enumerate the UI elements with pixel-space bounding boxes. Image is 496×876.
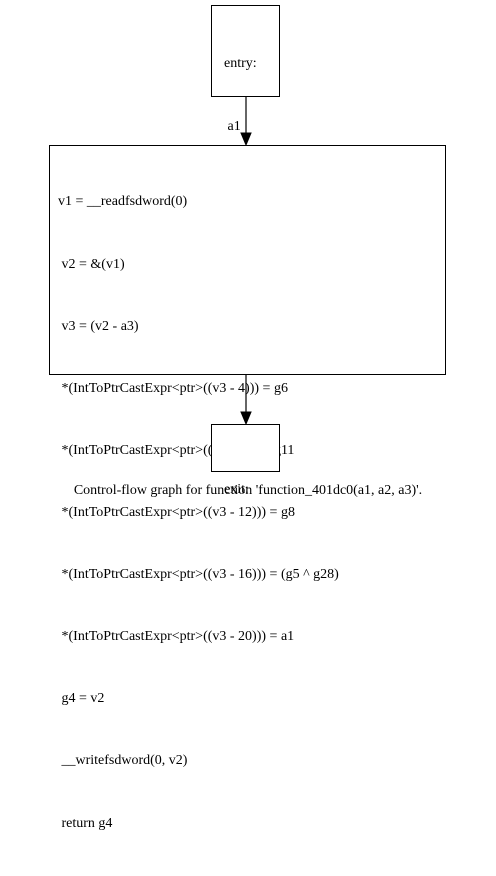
- node-line: v1 = __readfsdword(0): [58, 194, 188, 210]
- edge-body-to-exit: [240, 375, 252, 426]
- node-line: entry:: [224, 56, 257, 72]
- graph-caption: Control-flow graph for function 'functio…: [73, 483, 423, 498]
- exit-node: exit:: [211, 424, 280, 497]
- node-line: *(IntToPtrCastExpr<ptr>((v3 - 8))) = g11: [58, 442, 295, 458]
- edges-layer: [240, 97, 252, 426]
- node-line: *(IntToPtrCastExpr<ptr>((v3 - 16))) = (g…: [58, 567, 339, 583]
- node-line: v2 = &(v1): [58, 256, 125, 272]
- node-line: v3 = (v2 - a3): [58, 318, 139, 334]
- node-line: *(IntToPtrCastExpr<ptr>((v3 - 4))) = g6: [58, 380, 288, 396]
- node-line: __writefsdword(0, v2): [58, 753, 188, 769]
- node-line: *(IntToPtrCastExpr<ptr>((v3 - 20))) = a1: [58, 629, 295, 645]
- edge-entry-to-body: [240, 97, 252, 147]
- entry-node: entry: a1 a2 a3: [211, 5, 280, 258]
- body-node: v1 = __readfsdword(0) v2 = &(v1) v3 = (v…: [49, 145, 446, 831]
- node-line: return g4: [58, 815, 113, 831]
- node-line: exit:: [224, 482, 249, 498]
- node-line: a1: [224, 118, 241, 134]
- body-node-text: v1 = __readfsdword(0) v2 = &(v1) v3 = (v…: [58, 151, 339, 876]
- node-line: *(IntToPtrCastExpr<ptr>((v3 - 12))) = g8: [58, 504, 295, 520]
- node-line: g4 = v2: [58, 691, 105, 707]
- exit-node-text: exit:: [224, 439, 249, 543]
